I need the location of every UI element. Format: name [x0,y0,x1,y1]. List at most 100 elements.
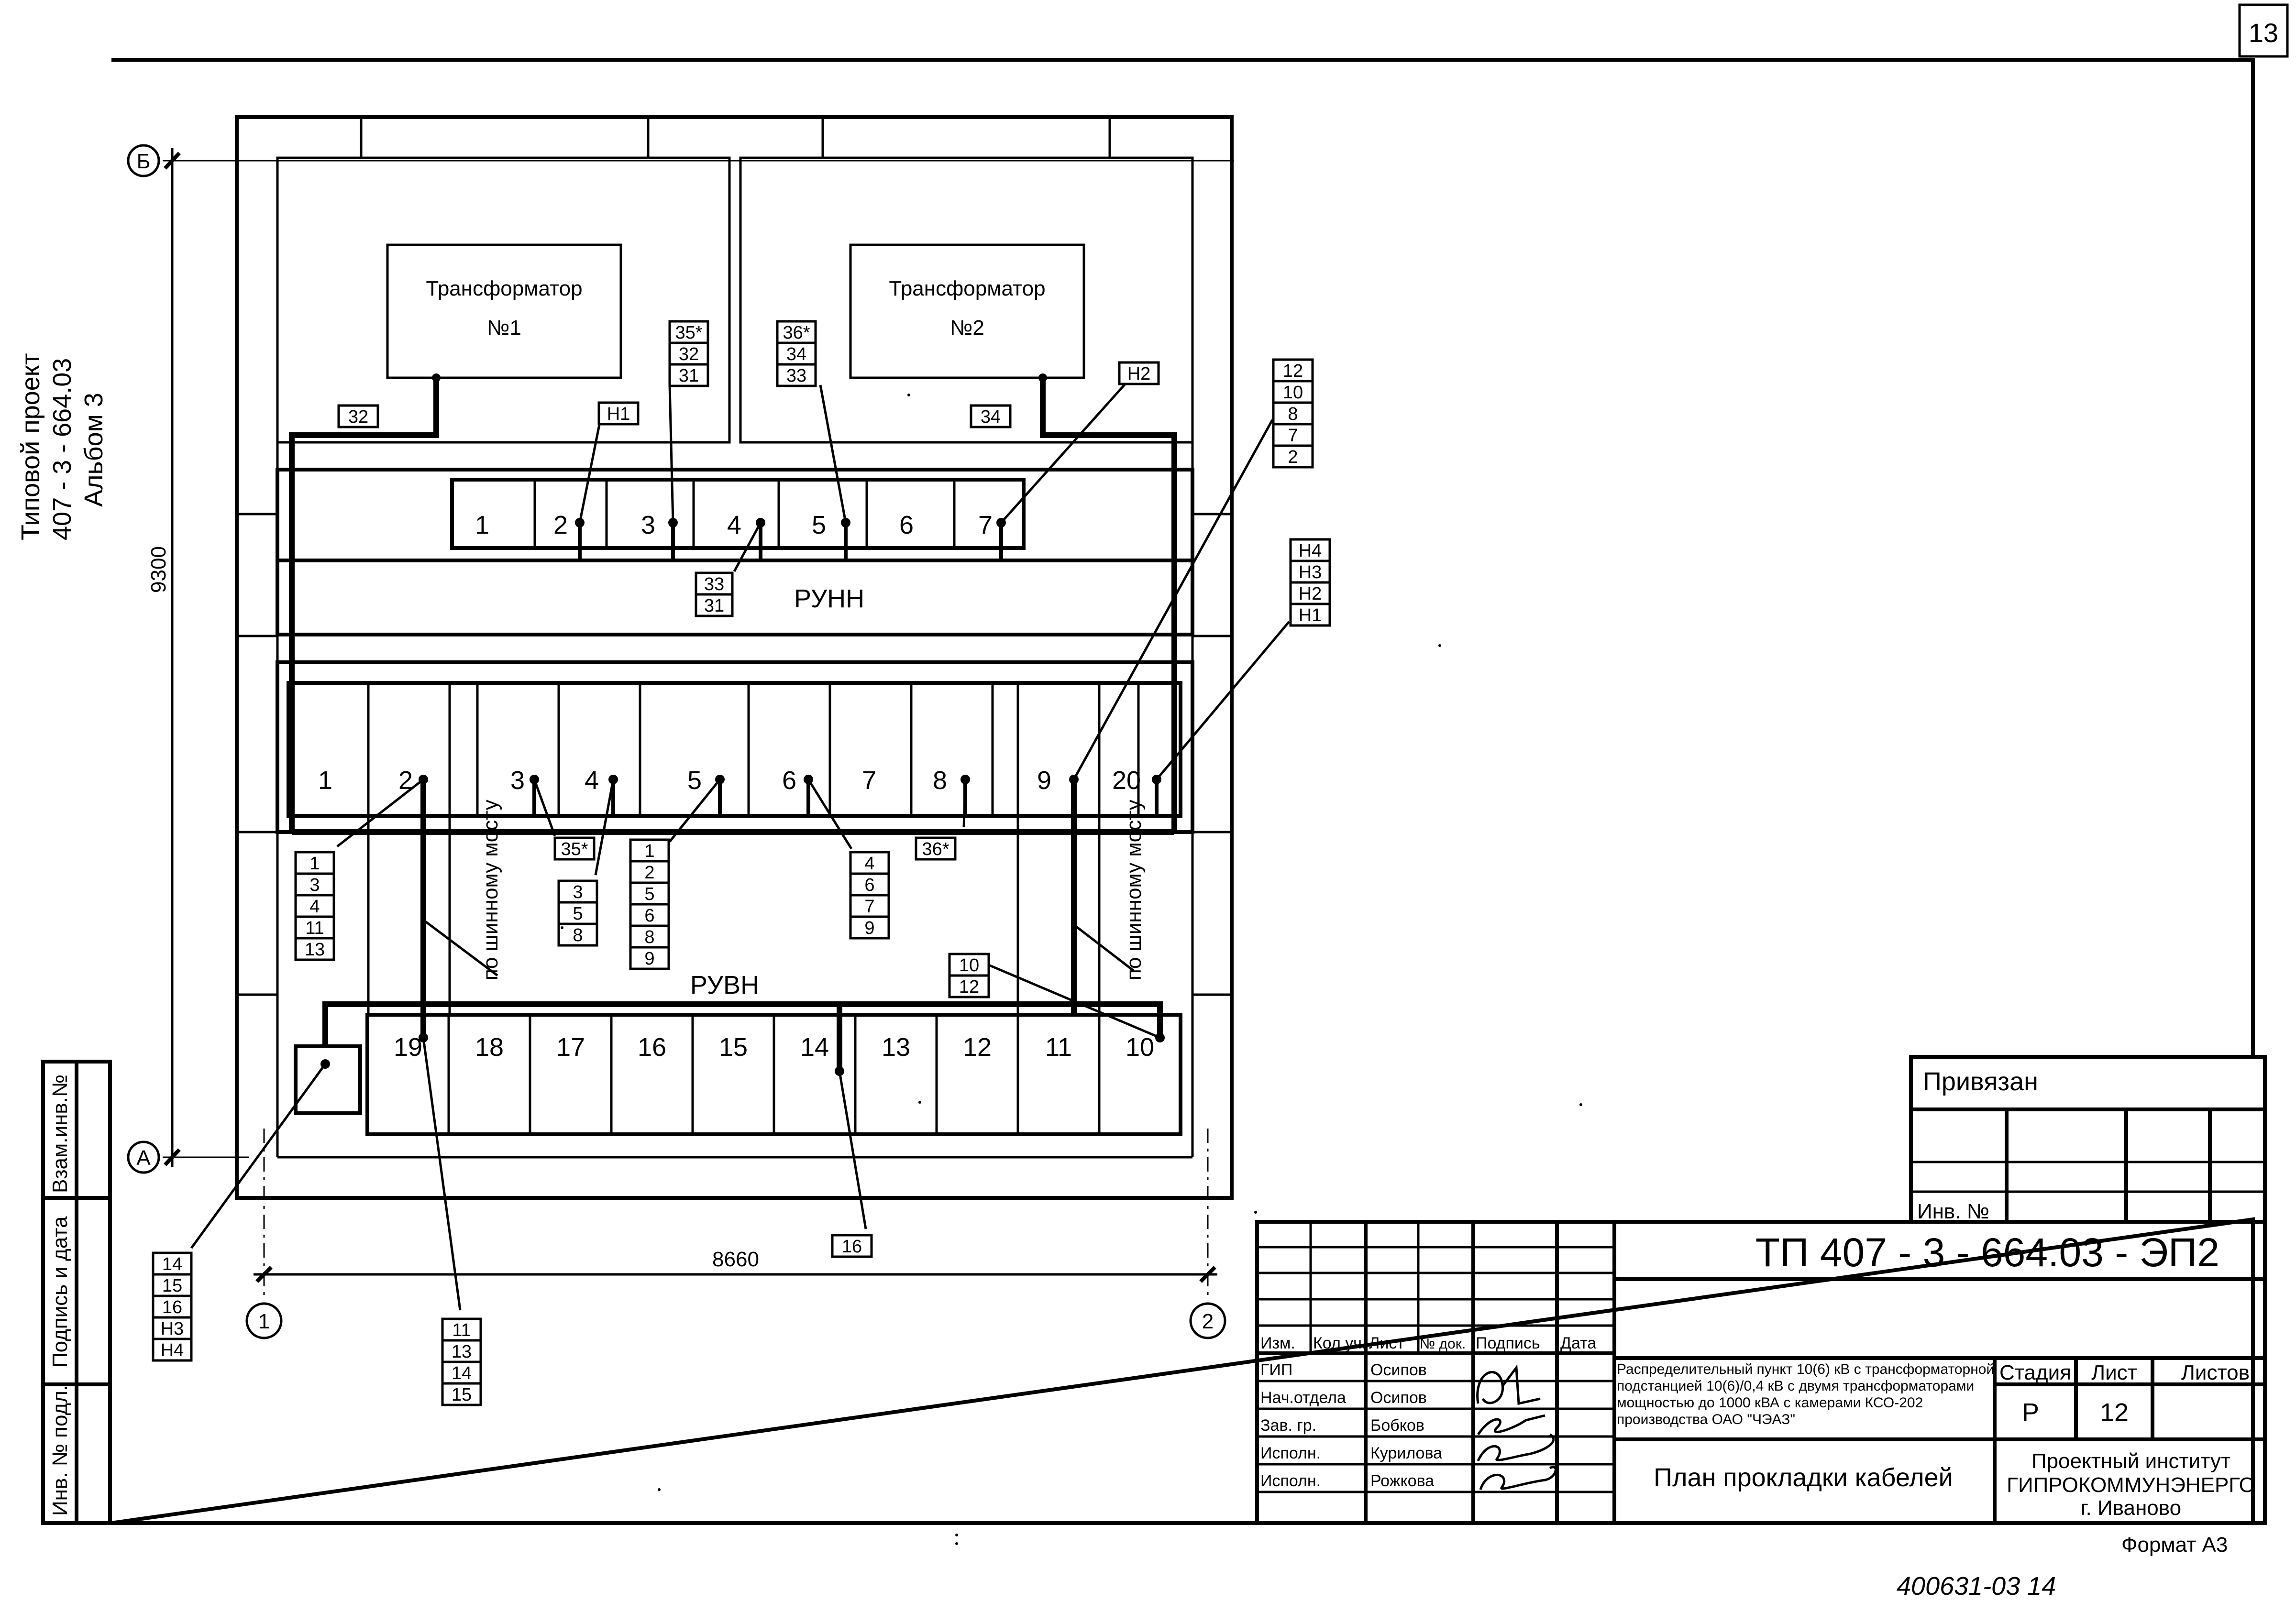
tag-text: 7 [864,897,874,917]
tag-cell [152,1338,193,1362]
tag-text: 8 [644,927,654,947]
tag-cell [294,851,335,875]
stamp-h-doc: № док. [1420,1336,1466,1352]
tag-cell [629,946,670,970]
tag-text: 13 [305,940,325,960]
stamp-org-2: ГИПРОКОММУНЭНЕРГО [2007,1473,2255,1497]
tag-cell [849,894,890,918]
stamp-stage-header: Стадия [1999,1361,2071,1384]
tag-cell [294,894,335,918]
svg-text:4: 4 [727,511,741,539]
stamp-role-3: Зав. гр. [1260,1416,1316,1435]
transformer-2: Трансформатор №2 [849,243,1085,379]
tag-text: Н1 [1299,605,1322,625]
stamp-role-4: Исполн. [1260,1444,1321,1462]
tag-text: 35* [561,839,588,859]
tag-c4: 358 [557,879,598,947]
tag-cell [629,903,670,927]
tag-text: Н4 [1299,541,1322,561]
tag-text: 9 [644,949,654,969]
tag-text: 14 [452,1363,472,1383]
side-header-line3: Альбом 3 [79,393,108,507]
tag-text: 9 [864,918,874,938]
stamp-desc-3: мощностью до 1000 кВА с камерами КСО-202 [1617,1395,1923,1411]
tag-cell [629,924,670,949]
svg-text:15: 15 [719,1033,748,1062]
runn-switchboard: 1 2 3 4 5 6 7 РУНН [276,468,1194,636]
tag-text: 8 [1288,404,1298,424]
tag-text: 14 [162,1254,182,1274]
svg-text:9: 9 [1037,766,1051,795]
svg-text:5: 5 [687,766,702,795]
svg-text:5: 5 [812,511,826,539]
tag-text: 6 [644,906,654,926]
ruvn-top-row: 1 2 3 4 5 6 7 8 9 20 [276,660,1194,834]
transformer-1: Трансформатор №1 [386,243,622,379]
cable-routes [289,378,1177,1071]
tag-text: 32 [679,344,699,364]
tag-text: 31 [704,596,724,616]
tag-text: 4 [309,897,320,917]
tag-text: 36* [922,839,949,859]
specks [561,394,1582,1545]
stamp-title: План прокладки кабелей [1654,1463,1953,1492]
stamp-desc-4: производства ОАО "ЧЭАЗ" [1617,1412,1795,1427]
axis-b-marker: Б [127,144,160,177]
tag-cell [441,1360,482,1385]
tag-text: 34 [786,344,806,364]
stamp-h-izm: Изм. [1260,1334,1295,1352]
svg-text:7: 7 [978,511,993,539]
tag-cell [557,879,598,904]
stamp-h-date: Дата [1560,1334,1596,1352]
svg-text:20: 20 [1112,766,1141,795]
tag-text: 3 [309,875,320,895]
tag-cell [1272,444,1314,469]
tag-text: 5 [573,904,583,924]
svg-text:6: 6 [782,766,796,795]
svg-text:1: 1 [318,766,332,795]
stamp-h-sign: Подпись [1476,1334,1540,1352]
svg-text:16: 16 [638,1033,666,1062]
tag-cell [668,363,709,387]
stamp-role-1: ГИП [1260,1361,1292,1379]
tag-cell [597,401,640,426]
tag-text: 1 [644,841,654,861]
stamp-format: Формат А3 [2121,1533,2228,1557]
tag-cell [1272,401,1314,426]
svg-text:13: 13 [882,1033,910,1062]
tag-text: 11 [305,918,324,938]
stamp-role-2: Нач.отдела [1260,1389,1346,1407]
tag-text: 12 [1283,361,1303,381]
tag-tH1: Н1 [597,401,640,426]
tag-text: 2 [1288,447,1298,467]
tag-cell [441,1339,482,1363]
axis-1-marker: 1 [245,1302,283,1339]
tag-text: Н3 [161,1319,184,1339]
tag-text: 2 [644,863,654,883]
tag-cell [1118,361,1160,385]
dim-width-text: 8660 [712,1248,759,1271]
tag-text: 36* [783,323,810,343]
svg-text:2: 2 [553,511,568,539]
tag-cell [831,1234,873,1258]
handwritten-number: 400631-03 14 [1897,1572,2056,1601]
tag-text: 35* [675,323,702,343]
tag-cell [1289,603,1331,627]
tag-cell [970,404,1012,428]
tag-text: 3 [573,882,583,902]
tag-cell [695,571,734,596]
tag-text: 16 [842,1237,862,1257]
stamp-inv-no: Инв. № [1917,1200,1989,1223]
tag-text: Н1 [607,404,630,424]
tag-t32: 32 [337,404,379,428]
stamp-h-list: Лист [1369,1334,1404,1352]
